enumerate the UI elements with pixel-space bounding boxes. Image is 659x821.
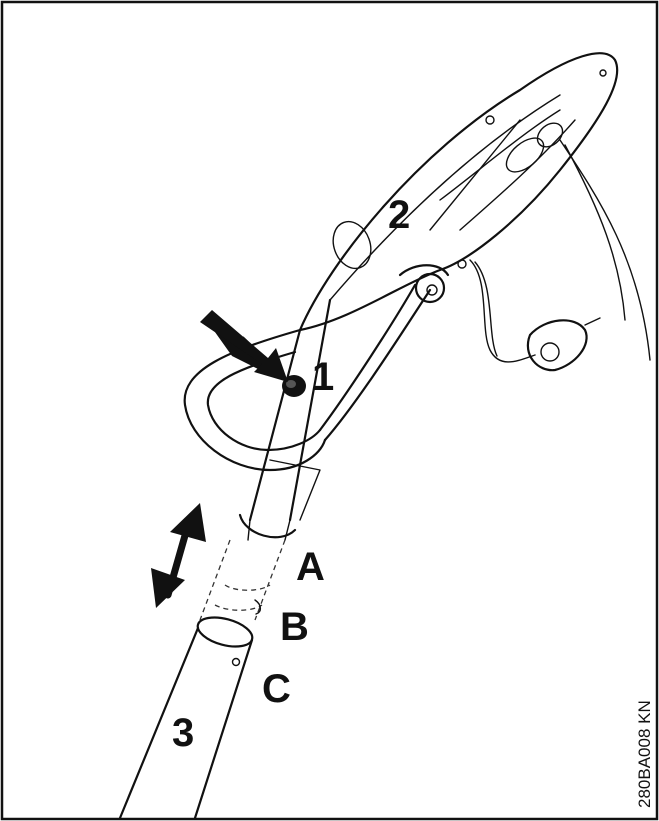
telescopic-tube — [199, 539, 286, 621]
lower-shaft — [118, 616, 254, 820]
release-button — [282, 375, 306, 397]
handle-shaft — [238, 298, 332, 541]
pointer-arrow — [200, 310, 288, 382]
label-2: 2 — [388, 193, 410, 237]
label-c: C — [262, 667, 291, 711]
label-b: B — [280, 605, 309, 649]
label-3: 3 — [172, 711, 194, 755]
loop-handle — [183, 264, 450, 472]
label-a: A — [296, 545, 325, 589]
adjust-double-arrow — [151, 503, 206, 608]
label-1: 1 — [312, 355, 334, 399]
figure-code: 280BA008 KN — [635, 700, 654, 808]
power-cable — [469, 139, 651, 372]
